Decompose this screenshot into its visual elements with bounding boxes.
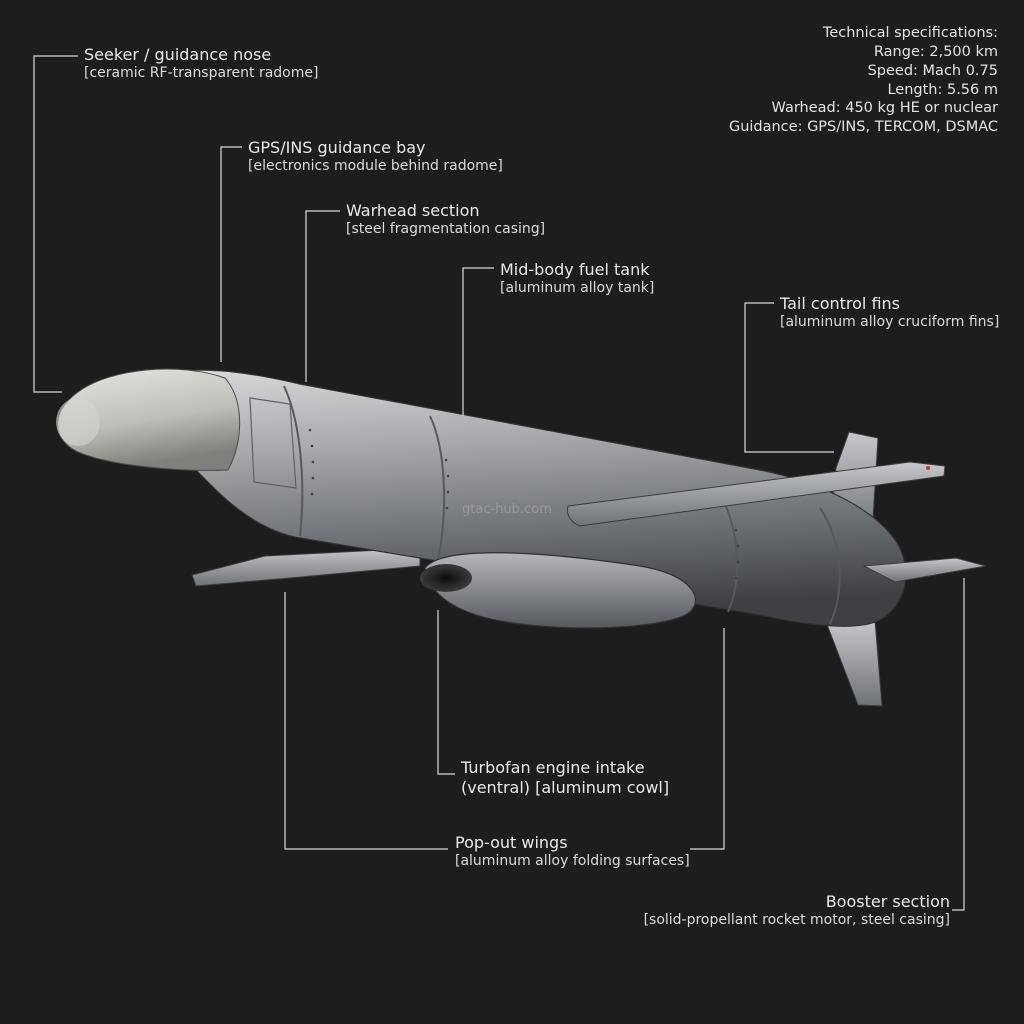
wingtip-light (926, 466, 930, 470)
spec-guidance: Guidance: GPS/INS, TERCOM, DSMAC (728, 119, 998, 136)
intake-leader-line (437, 610, 455, 775)
gps-leader-line (220, 146, 242, 362)
watermark: gtac-hub.com (462, 502, 552, 517)
fuel-subtitle: [aluminum alloy tank] (500, 280, 655, 296)
spec-warhead: Warhead: 450 kg HE or nuclear (771, 100, 998, 117)
right-wing (567, 461, 946, 527)
booster-subtitle: [solid-propellant rocket motor, steel ca… (643, 912, 950, 928)
booster-seam (819, 507, 841, 625)
wings-callout: Pop-out wings [aluminum alloy folding su… (455, 833, 690, 871)
gps-title: GPS/INS guidance bay (248, 138, 426, 157)
booster-callout: Booster section [solid-propellant rocket… (644, 892, 950, 930)
aft-seam (719, 493, 739, 613)
warhead-seam (283, 385, 304, 537)
leader-lines (33, 55, 965, 911)
warhead-leader-line (305, 210, 340, 382)
warhead-callout: Warhead section [steel fragmentation cas… (346, 201, 545, 239)
engine-intake-opening (420, 564, 472, 592)
intake-subtitle: (ventral) [aluminum cowl] (461, 778, 670, 797)
spec-length: Length: 5.56 m (887, 81, 998, 98)
technical-specifications: Technical specifications: Range: 2,500 k… (729, 24, 998, 137)
spec-range: Range: 2,500 km (873, 43, 998, 60)
lower-tail-fin (825, 619, 883, 707)
gps-subtitle: [electronics module behind radome] (248, 158, 503, 174)
fuel-leader-line (462, 267, 494, 416)
missile-body (139, 369, 907, 627)
intake-callout: Turbofan engine intake (ventral) [alumin… (461, 758, 669, 798)
booster-title: Booster section (825, 892, 950, 911)
warhead-subtitle: [steel fragmentation casing] (346, 221, 546, 237)
intake-title: Turbofan engine intake (461, 758, 645, 777)
seeker-subtitle: [ceramic RF-transparent radome] (84, 65, 319, 81)
fuel-title: Mid-body fuel tank (500, 260, 650, 279)
engine-intake-cowl (424, 552, 696, 629)
radome-tip (56, 398, 100, 446)
booster-leader-line (952, 578, 965, 911)
seeker-title: Seeker / guidance nose (84, 45, 272, 64)
tail-leader-line (744, 302, 834, 453)
wings-leader-line (284, 592, 448, 850)
fuel-callout: Mid-body fuel tank [aluminum alloy tank] (500, 260, 654, 298)
rivet-row (308, 428, 740, 580)
specs-heading: Technical specifications: (822, 25, 998, 41)
left-wing (191, 547, 421, 587)
spec-speed: Speed: Mach 0.75 (867, 62, 998, 79)
seeker-callout: Seeker / guidance nose [ceramic RF-trans… (84, 45, 318, 83)
gps-callout: GPS/INS guidance bay [electronics module… (248, 138, 503, 176)
seeker-leader-line (33, 55, 78, 393)
tail-callout: Tail control fins [aluminum alloy crucif… (780, 294, 999, 332)
tail-subtitle: [aluminum alloy cruciform fins] (780, 314, 1000, 330)
horizontal-tail-fin (862, 557, 987, 583)
wings-leader-line-right (690, 628, 725, 850)
access-panel (249, 397, 297, 489)
tail-title: Tail control fins (780, 294, 901, 313)
fuel-tank-seam (429, 415, 446, 561)
wings-title: Pop-out wings (455, 833, 568, 852)
seeker-radome (57, 368, 241, 471)
wings-subtitle: [aluminum alloy folding surfaces] (455, 853, 690, 869)
warhead-title: Warhead section (346, 201, 480, 220)
